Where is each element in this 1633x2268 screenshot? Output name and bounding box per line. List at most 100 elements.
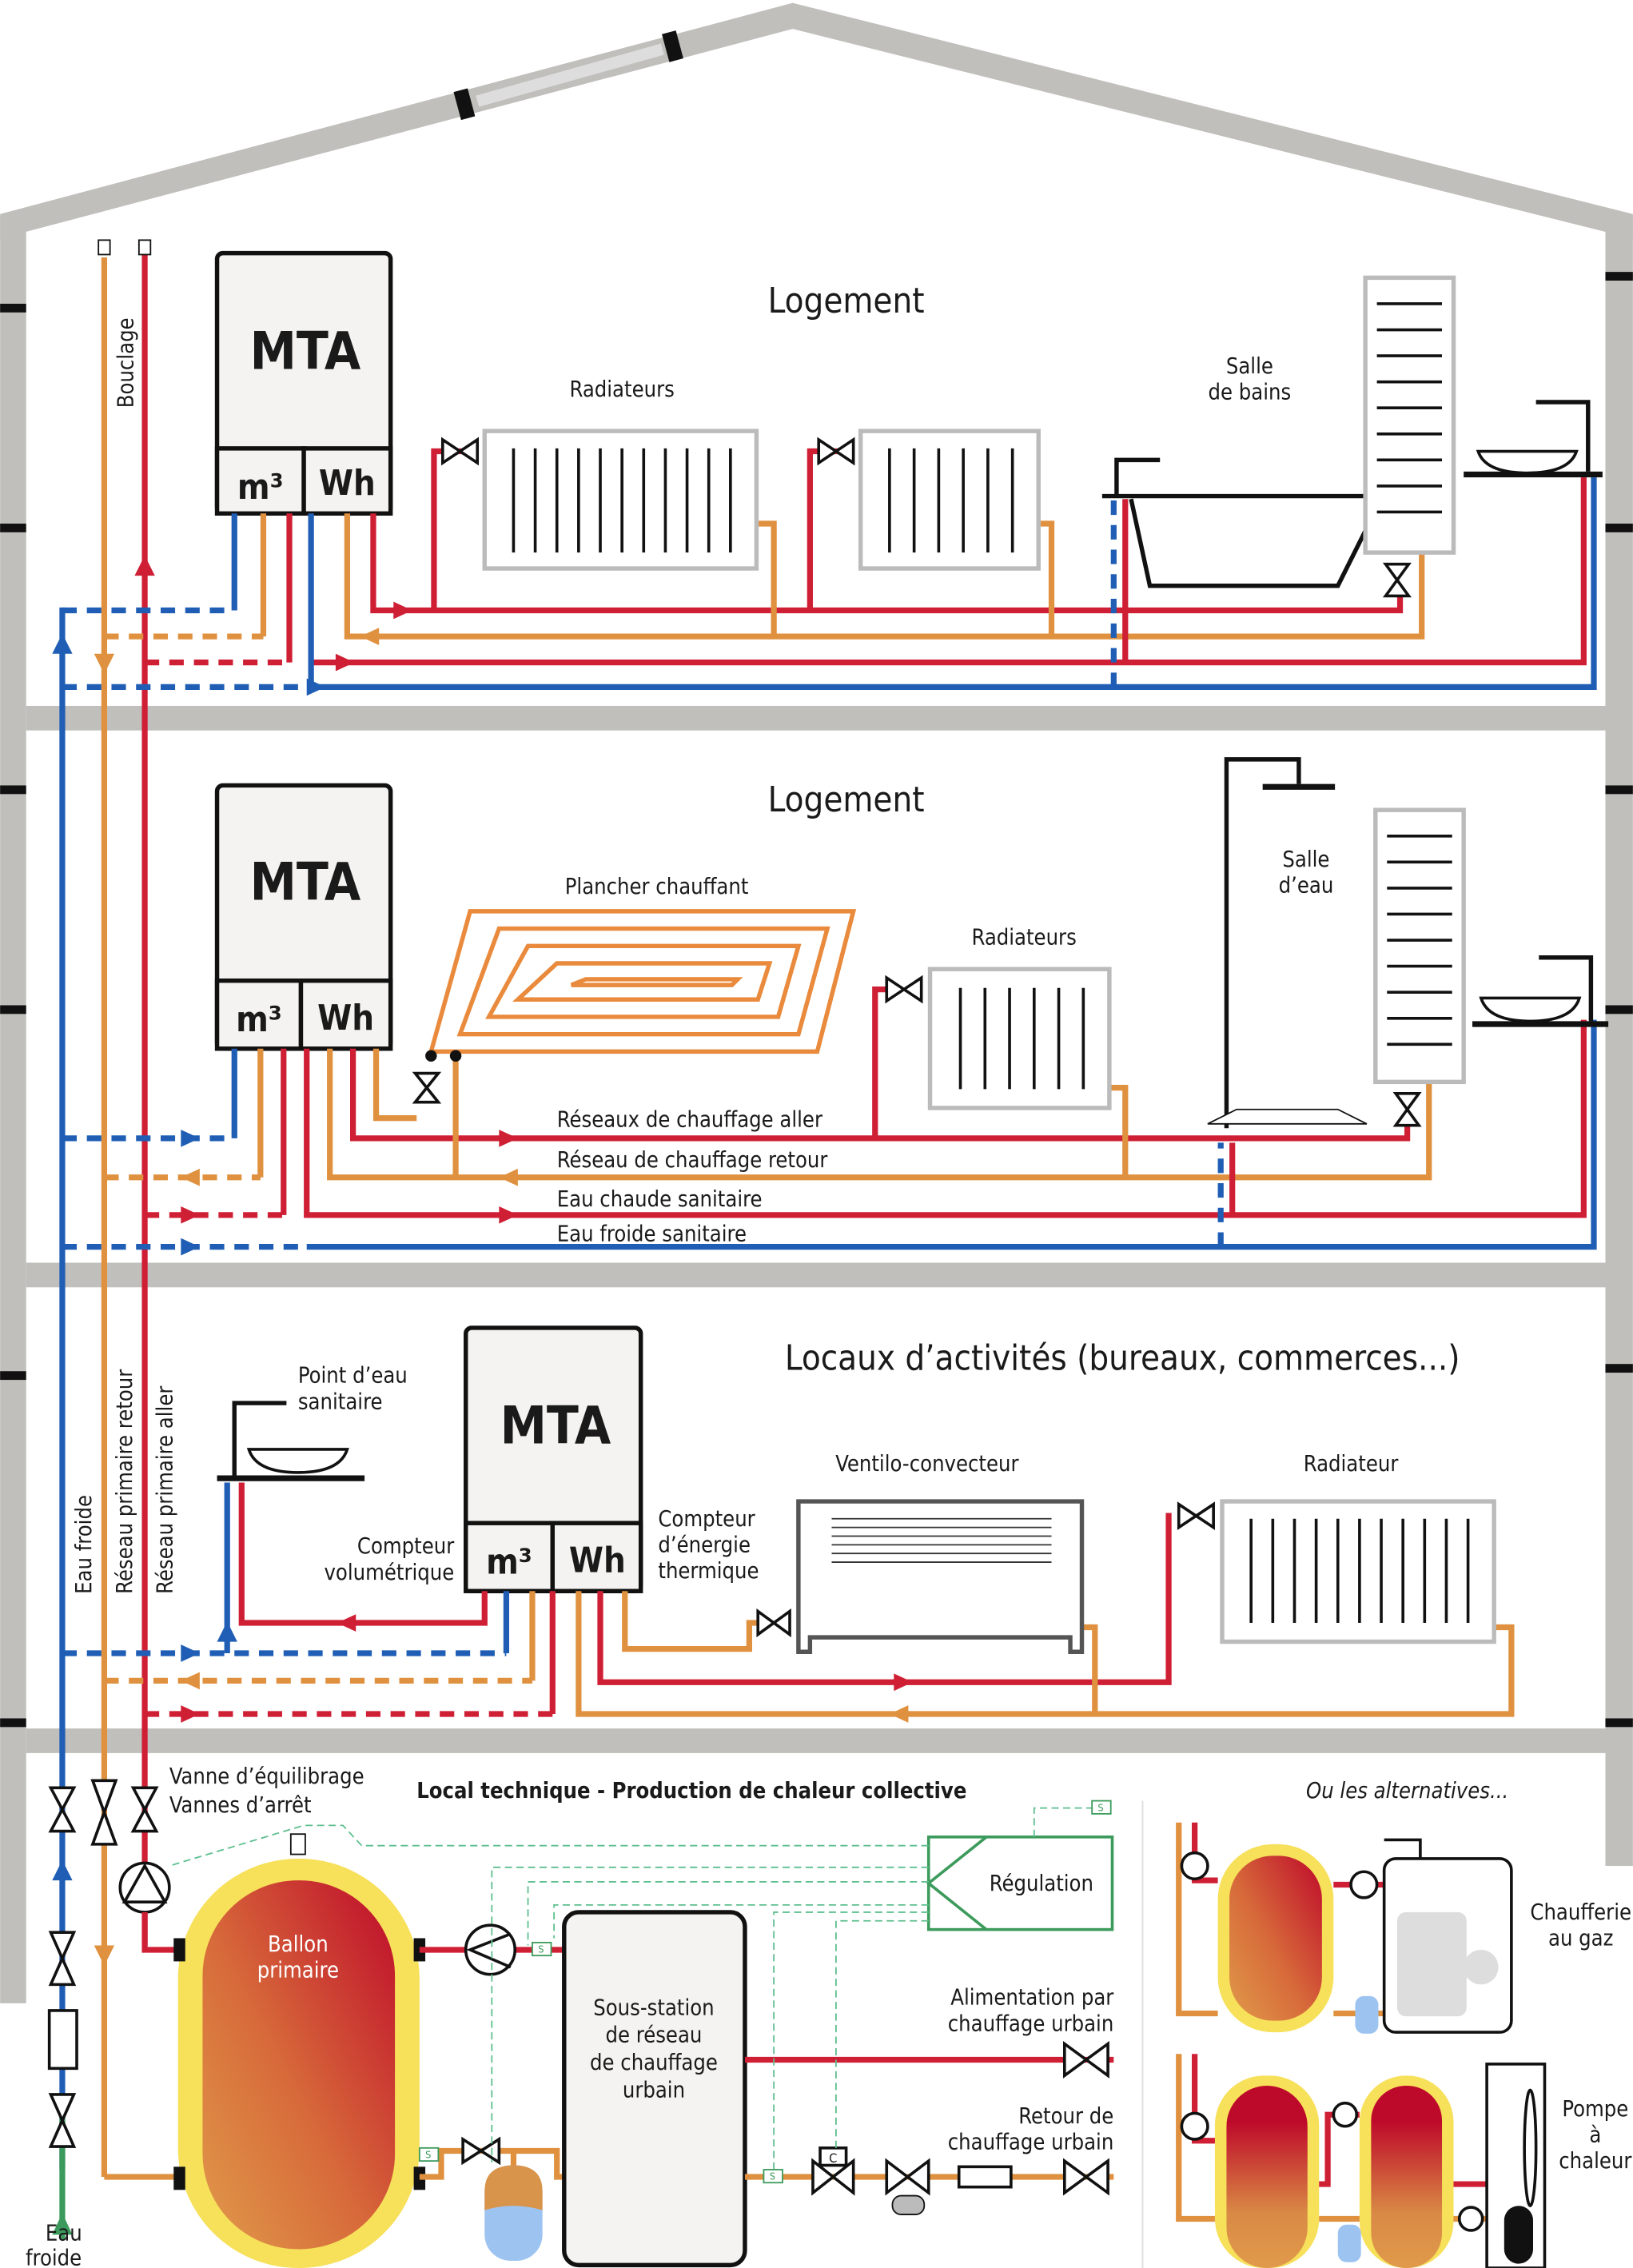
label-heating-return: Réseau de chauffage retour — [557, 1148, 829, 1173]
svg-text:S: S — [1097, 1801, 1103, 1813]
mta-unit: MTA m³ Wh — [214, 250, 393, 516]
label-stop-valves: Vannes d’arrêt — [169, 1793, 312, 1818]
svg-text:S: S — [538, 1943, 544, 1955]
label-volume-meter: Compteur — [357, 1534, 455, 1559]
valve-icon: C — [811, 2040, 1109, 2215]
label-bathroom-2: de bains — [1209, 380, 1292, 405]
alternatives-title: Ou les alternatives... — [1306, 1779, 1508, 1804]
label-shower-room-2: d’eau — [1279, 873, 1334, 898]
sink-icon — [1472, 955, 1609, 1027]
label-district-return: Retour de — [1018, 2104, 1113, 2129]
svg-text:MTA: MTA — [250, 852, 361, 912]
svg-text:Wh: Wh — [569, 1541, 626, 1581]
label-fan-coil: Ventilo-convecteur — [835, 1452, 1019, 1477]
valve-icon — [440, 436, 855, 466]
plant-room-title: Local technique - Production de chaleur … — [416, 1779, 966, 1804]
radiator — [1177, 1499, 1496, 1644]
svg-text:m³: m³ — [486, 1543, 532, 1583]
svg-text:Chaufferie: Chaufferie — [1530, 1900, 1631, 1925]
radiator — [885, 967, 1112, 1110]
svg-text:au gaz: au gaz — [1548, 1927, 1613, 1951]
shower-icon — [1207, 757, 1368, 1129]
expansion-vessel — [484, 2150, 543, 2261]
label-floor-heating: Plancher chauffant — [565, 875, 749, 899]
floor-1-title: Logement — [768, 281, 925, 321]
svg-text:Wh: Wh — [317, 998, 374, 1038]
alternatives: Ou les alternatives... Chaufferie au gaz — [1141, 1779, 1632, 2268]
label-balancing-valve: Vanne d’équilibrage — [169, 1764, 364, 1789]
valve-icon — [412, 1071, 442, 1104]
svg-text:C: C — [829, 2150, 837, 2166]
label-water-point: Point d’eau — [298, 1364, 408, 1389]
control-wiring — [169, 1807, 1093, 2170]
label-district-supply: Alimentation par — [950, 1986, 1114, 2011]
label-loop: Bouclage — [114, 317, 139, 408]
label-cold-water-riser: Eau froide — [72, 1495, 97, 1594]
label-radiators: Radiateurs — [971, 925, 1076, 950]
svg-text:MTA: MTA — [250, 321, 361, 381]
svg-text:Régulation: Régulation — [990, 1871, 1093, 1896]
gas-boiler-option: Chaufferie au gaz — [1176, 1822, 1631, 2034]
label-district-supply-2: chauffage urbain — [948, 2011, 1114, 2036]
label-shower-room: Salle — [1282, 847, 1329, 872]
sink-icon — [217, 1401, 365, 1481]
svg-text:S: S — [425, 2148, 431, 2160]
floor-heating-coil — [425, 909, 857, 1062]
svg-text:primaire: primaire — [257, 1958, 339, 1983]
svg-text:Wh: Wh — [319, 464, 376, 504]
pump-icon — [464, 1923, 517, 1976]
plant-room: Local technique - Production de chaleur … — [26, 1764, 1114, 2268]
label-radiator: Radiateur — [1304, 1452, 1400, 1477]
label-cold-water: Eau froide sanitaire — [557, 1222, 747, 1246]
control-unit: Régulation — [926, 1836, 1114, 1931]
svg-text:m³: m³ — [237, 468, 284, 508]
floor-3-title: Locaux d’activités (bureaux, commerces..… — [785, 1338, 1460, 1378]
pump-icon — [118, 1861, 171, 1914]
floor-2-title: Logement — [768, 780, 925, 820]
label-water-point-2: sanitaire — [298, 1389, 383, 1414]
label-district-return-2: chauffage urbain — [948, 2130, 1114, 2155]
valve-icon — [461, 2136, 501, 2166]
label-bathroom: Salle — [1226, 354, 1273, 379]
sink-icon — [1464, 400, 1603, 478]
label-mains-cold-water: Eau — [46, 2222, 82, 2246]
bathtub-icon — [1101, 457, 1392, 588]
sensor-icon: S S S S — [418, 1800, 1112, 2184]
svg-text:de réseau: de réseau — [606, 2023, 703, 2048]
svg-text:Sous-station: Sous-station — [593, 1995, 714, 2020]
heat-pump-option: Pompe à chaleur — [1176, 2054, 1632, 2268]
svg-text:Ballon: Ballon — [268, 1932, 329, 1957]
towel-radiator — [1373, 807, 1466, 1127]
label-primary-return: Réseau primaire retour — [113, 1369, 137, 1594]
svg-text:urbain: urbain — [623, 2079, 685, 2103]
label-radiators: Radiateurs — [569, 377, 674, 402]
label-heating-supply: Réseaux de chauffage aller — [557, 1107, 823, 1132]
svg-text:chaleur: chaleur — [1559, 2149, 1632, 2174]
floor-2-dwelling: Logement MTA m³ Wh Réseaux de chauffage … — [62, 757, 1609, 1256]
towel-radiator — [1363, 275, 1456, 598]
radiator — [482, 428, 759, 571]
radiator — [858, 428, 1041, 571]
primary-tank: Ballon primaire — [173, 1833, 426, 2268]
svg-text:Pompe: Pompe — [1562, 2097, 1628, 2122]
svg-text:de chauffage: de chauffage — [590, 2051, 718, 2075]
mta-unit: MTA m³ Wh — [214, 783, 393, 1051]
svg-text:S: S — [770, 2170, 775, 2182]
label-hot-water: Eau chaude sanitaire — [557, 1187, 763, 1212]
floor-1-dwelling: Logement MTA m³ Wh Radiateurs Salle de b… — [62, 250, 1603, 696]
label-energy-meter: Compteur — [658, 1507, 755, 1532]
svg-text:m³: m³ — [236, 1000, 282, 1040]
label-energy-meter-3: thermique — [658, 1559, 759, 1584]
label-volume-meter-2: volumétrique — [325, 1560, 455, 1585]
fan-coil-unit — [756, 1499, 1085, 1654]
window-icon — [0, 30, 1633, 1728]
label-mains-cold-water-2: froide — [26, 2246, 82, 2268]
svg-text:MTA: MTA — [500, 1397, 611, 1457]
label-energy-meter-2: d’énergie — [658, 1533, 751, 1557]
label-primary-supply: Réseau primaire aller — [153, 1385, 177, 1594]
valve-icon — [47, 1779, 159, 2148]
building-structure — [0, 2, 1633, 2003]
svg-text:à: à — [1589, 2123, 1601, 2148]
mta-unit: MTA m³ Wh — [464, 1325, 643, 1593]
